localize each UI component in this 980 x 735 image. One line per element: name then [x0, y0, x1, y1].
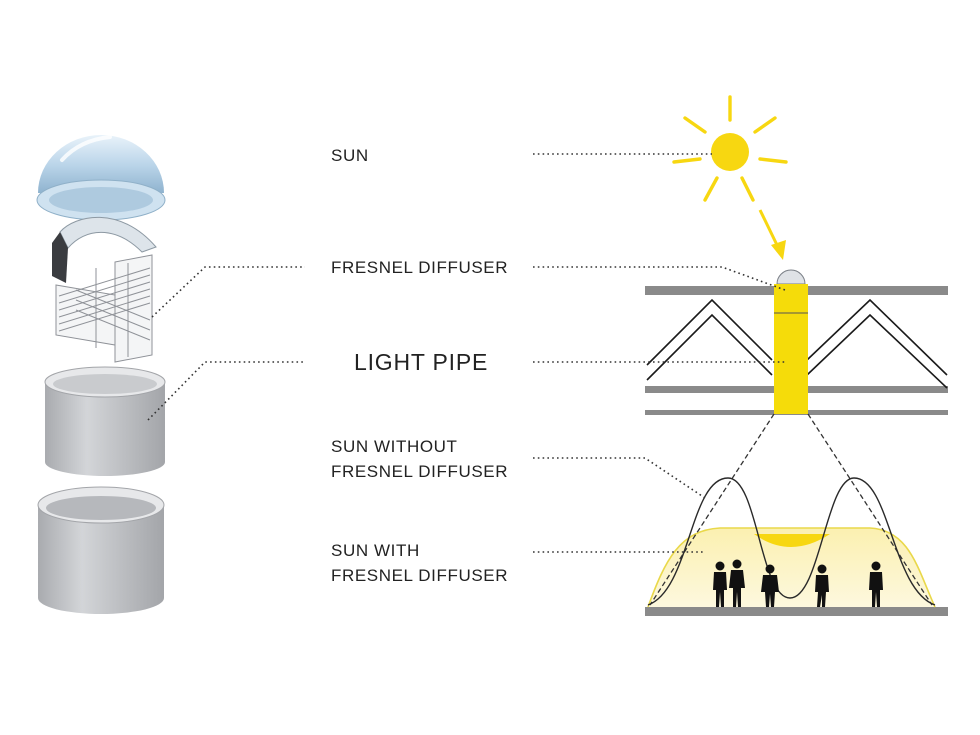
floor-slab	[645, 607, 948, 616]
label-sun-with-diffuser: SUN WITH FRESNEL DIFFUSER	[331, 538, 508, 588]
fresnel-diffuser-sheet	[52, 216, 157, 283]
label-sun-with-line1: SUN WITH	[331, 541, 420, 560]
curve-without-diffuser	[647, 477, 936, 606]
label-sun-with-line2: FRESNEL DIFFUSER	[331, 566, 509, 585]
label-light-pipe: LIGHT PIPE	[354, 350, 488, 375]
sun-icon	[672, 95, 788, 202]
sun-ray-arrow	[758, 209, 786, 260]
section-drawing	[533, 95, 948, 616]
fresnel-fins	[55, 254, 153, 363]
leader-lightpipe-left	[147, 361, 305, 421]
label-sun-without-diffuser: SUN WITHOUT FRESNEL DIFFUSER	[331, 434, 508, 484]
label-sun-without-line1: SUN WITHOUT	[331, 437, 458, 456]
light-cone-left	[649, 413, 775, 606]
roof-truss	[646, 298, 948, 389]
leader-fresnel-left	[151, 266, 305, 318]
cylinder-lower	[37, 486, 165, 614]
cylinder-icon	[44, 366, 166, 476]
label-fresnel-text: FRESNEL DIFFUSER	[331, 258, 509, 277]
diffused-light	[647, 527, 936, 608]
dome-icon	[36, 135, 166, 221]
light-pipe	[774, 269, 808, 414]
light-cone-right	[807, 413, 933, 606]
label-sun-text: SUN	[331, 146, 369, 165]
label-fresnel-diffuser: FRESNEL DIFFUSER	[331, 255, 508, 280]
label-light-pipe-text: LIGHT PIPE	[354, 349, 489, 375]
label-sun-without-line2: FRESNEL DIFFUSER	[331, 462, 509, 481]
exploded-light-pipe	[36, 135, 305, 614]
leader-without	[533, 457, 706, 499]
person-icon	[713, 559, 883, 607]
label-sun: SUN	[331, 143, 369, 168]
leader-fresnel-right	[533, 266, 786, 291]
